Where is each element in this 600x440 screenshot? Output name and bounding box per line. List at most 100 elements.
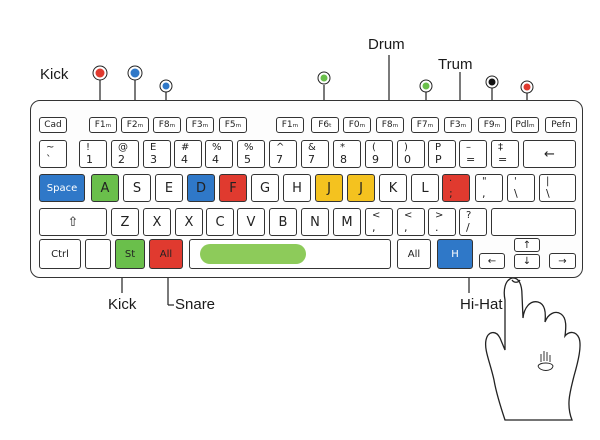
key-label: F7ₘ [416,120,434,130]
arrow-down-key[interactable]: ↓ [514,254,540,269]
number-row-key[interactable]: *8 [333,140,361,168]
home-row-key[interactable]: J [347,174,375,202]
home-row-key[interactable]: |\ [539,174,576,202]
home-row-key[interactable]: A [91,174,119,202]
all-right-key[interactable]: All [397,239,431,269]
letter-key[interactable]: X [143,208,171,236]
number-row-key[interactable]: %5 [237,140,265,168]
home-row-key[interactable]: ·; [442,174,470,202]
right-shift-key[interactable] [491,208,576,236]
key-top-legend: < [372,210,381,221]
home-row-key[interactable]: F [219,174,247,202]
blue-dot-icon-fill [162,82,170,90]
ctrl-key[interactable]: Ctrl [39,239,81,269]
home-row-key[interactable]: J [315,174,343,202]
letter-key[interactable]: N [301,208,329,236]
home-row-key[interactable]: E [155,174,183,202]
key-top-legend: ‡ [498,142,503,153]
key-top-legend: > [435,210,444,221]
letter-key[interactable]: M [333,208,361,236]
function-key[interactable]: F5ₘ [219,117,247,133]
function-key[interactable]: F7ₘ [411,117,439,133]
label-kick-top: Kick [40,66,69,83]
letter-key[interactable]: Z [111,208,139,236]
home-row-key[interactable]: G [251,174,279,202]
label-snare: Snare [175,296,216,313]
fn-key[interactable] [85,239,111,269]
key-top-legend: @ [118,142,128,153]
function-key[interactable]: F1ₘ [276,117,304,133]
number-row-key[interactable]: !1 [79,140,107,168]
key-bottom-legend: \ [546,187,550,200]
spacebar-key[interactable] [189,239,391,269]
key-top-legend: E [150,142,157,153]
home-row-key[interactable]: L [411,174,439,202]
function-key[interactable]: F8ₘ [153,117,181,133]
arrow-left-key[interactable]: ← [479,253,505,269]
key-label: G [259,180,271,196]
key-label: F5ₘ [224,120,242,130]
key-top-legend: & [308,142,316,153]
number-row-key[interactable]: (9 [365,140,393,168]
home-row-key[interactable]: H [283,174,311,202]
green-dot-icon-fill [422,82,430,90]
key-bottom-legend: 0 [404,153,411,166]
letter-key[interactable]: C [206,208,234,236]
key-bottom-legend: 9 [372,153,379,166]
function-key[interactable]: Pefn [545,117,577,133]
home-row-key[interactable]: K [379,174,407,202]
number-row-key[interactable]: @2 [111,140,139,168]
letter-key[interactable]: >. [428,208,456,236]
function-key[interactable]: F2ₘ [121,117,149,133]
number-row-key[interactable]: ^7 [269,140,297,168]
function-key[interactable]: F3ₘ [444,117,472,133]
key-label: St [124,248,136,260]
number-row-key[interactable]: %4 [205,140,233,168]
backspace-key[interactable]: ← [523,140,576,168]
function-key[interactable]: Cad [39,117,67,133]
blue-dot-icon-fill [130,68,140,78]
number-row-key[interactable]: #4 [174,140,202,168]
key-label: E [164,180,174,196]
letter-key[interactable]: ?/ [459,208,487,236]
letter-key[interactable]: X [175,208,203,236]
number-row-key[interactable]: ~` [39,140,67,168]
function-key[interactable]: F3ₘ [186,117,214,133]
home-row-key[interactable]: ", [475,174,503,202]
letter-key[interactable]: <, [365,208,393,236]
hand-icon [484,277,581,421]
key-label: J [327,180,331,196]
number-row-key[interactable]: –= [459,140,487,168]
arrow-up-key[interactable]: ↑ [514,238,540,252]
st-key[interactable]: St [115,239,145,269]
home-row-key[interactable]: S [123,174,151,202]
function-key[interactable]: Pdlₘ [511,117,539,133]
letter-key[interactable]: B [269,208,297,236]
letter-key[interactable]: <, [397,208,425,236]
function-key[interactable]: F1ₘ [89,117,117,133]
function-key[interactable]: F9ₘ [478,117,506,133]
key-top-legend: ~ [46,142,55,153]
arrow-right-key[interactable]: → [549,253,576,269]
home-row-key[interactable]: '\ [507,174,535,202]
key-bottom-legend: 5 [244,153,251,166]
shift-key[interactable]: ⇧ [39,208,107,236]
h-key[interactable]: H [437,239,473,269]
function-key[interactable]: F6ₜ [311,117,339,133]
number-row-key[interactable]: ‡= [491,140,519,168]
all-left-key[interactable]: All [149,239,183,269]
function-key[interactable]: F0ₘ [343,117,371,133]
letter-key[interactable]: V [237,208,265,236]
function-key[interactable]: F8ₘ [376,117,404,133]
key-bottom-legend: P [435,153,442,166]
space-key[interactable]: Space [39,174,85,202]
red-dot-icon-fill [523,83,531,91]
number-row-key[interactable]: )0 [397,140,425,168]
key-bottom-legend: 3 [150,153,157,166]
home-row-key[interactable]: D [187,174,215,202]
number-row-key[interactable]: &7 [301,140,329,168]
key-label: A [100,180,110,196]
